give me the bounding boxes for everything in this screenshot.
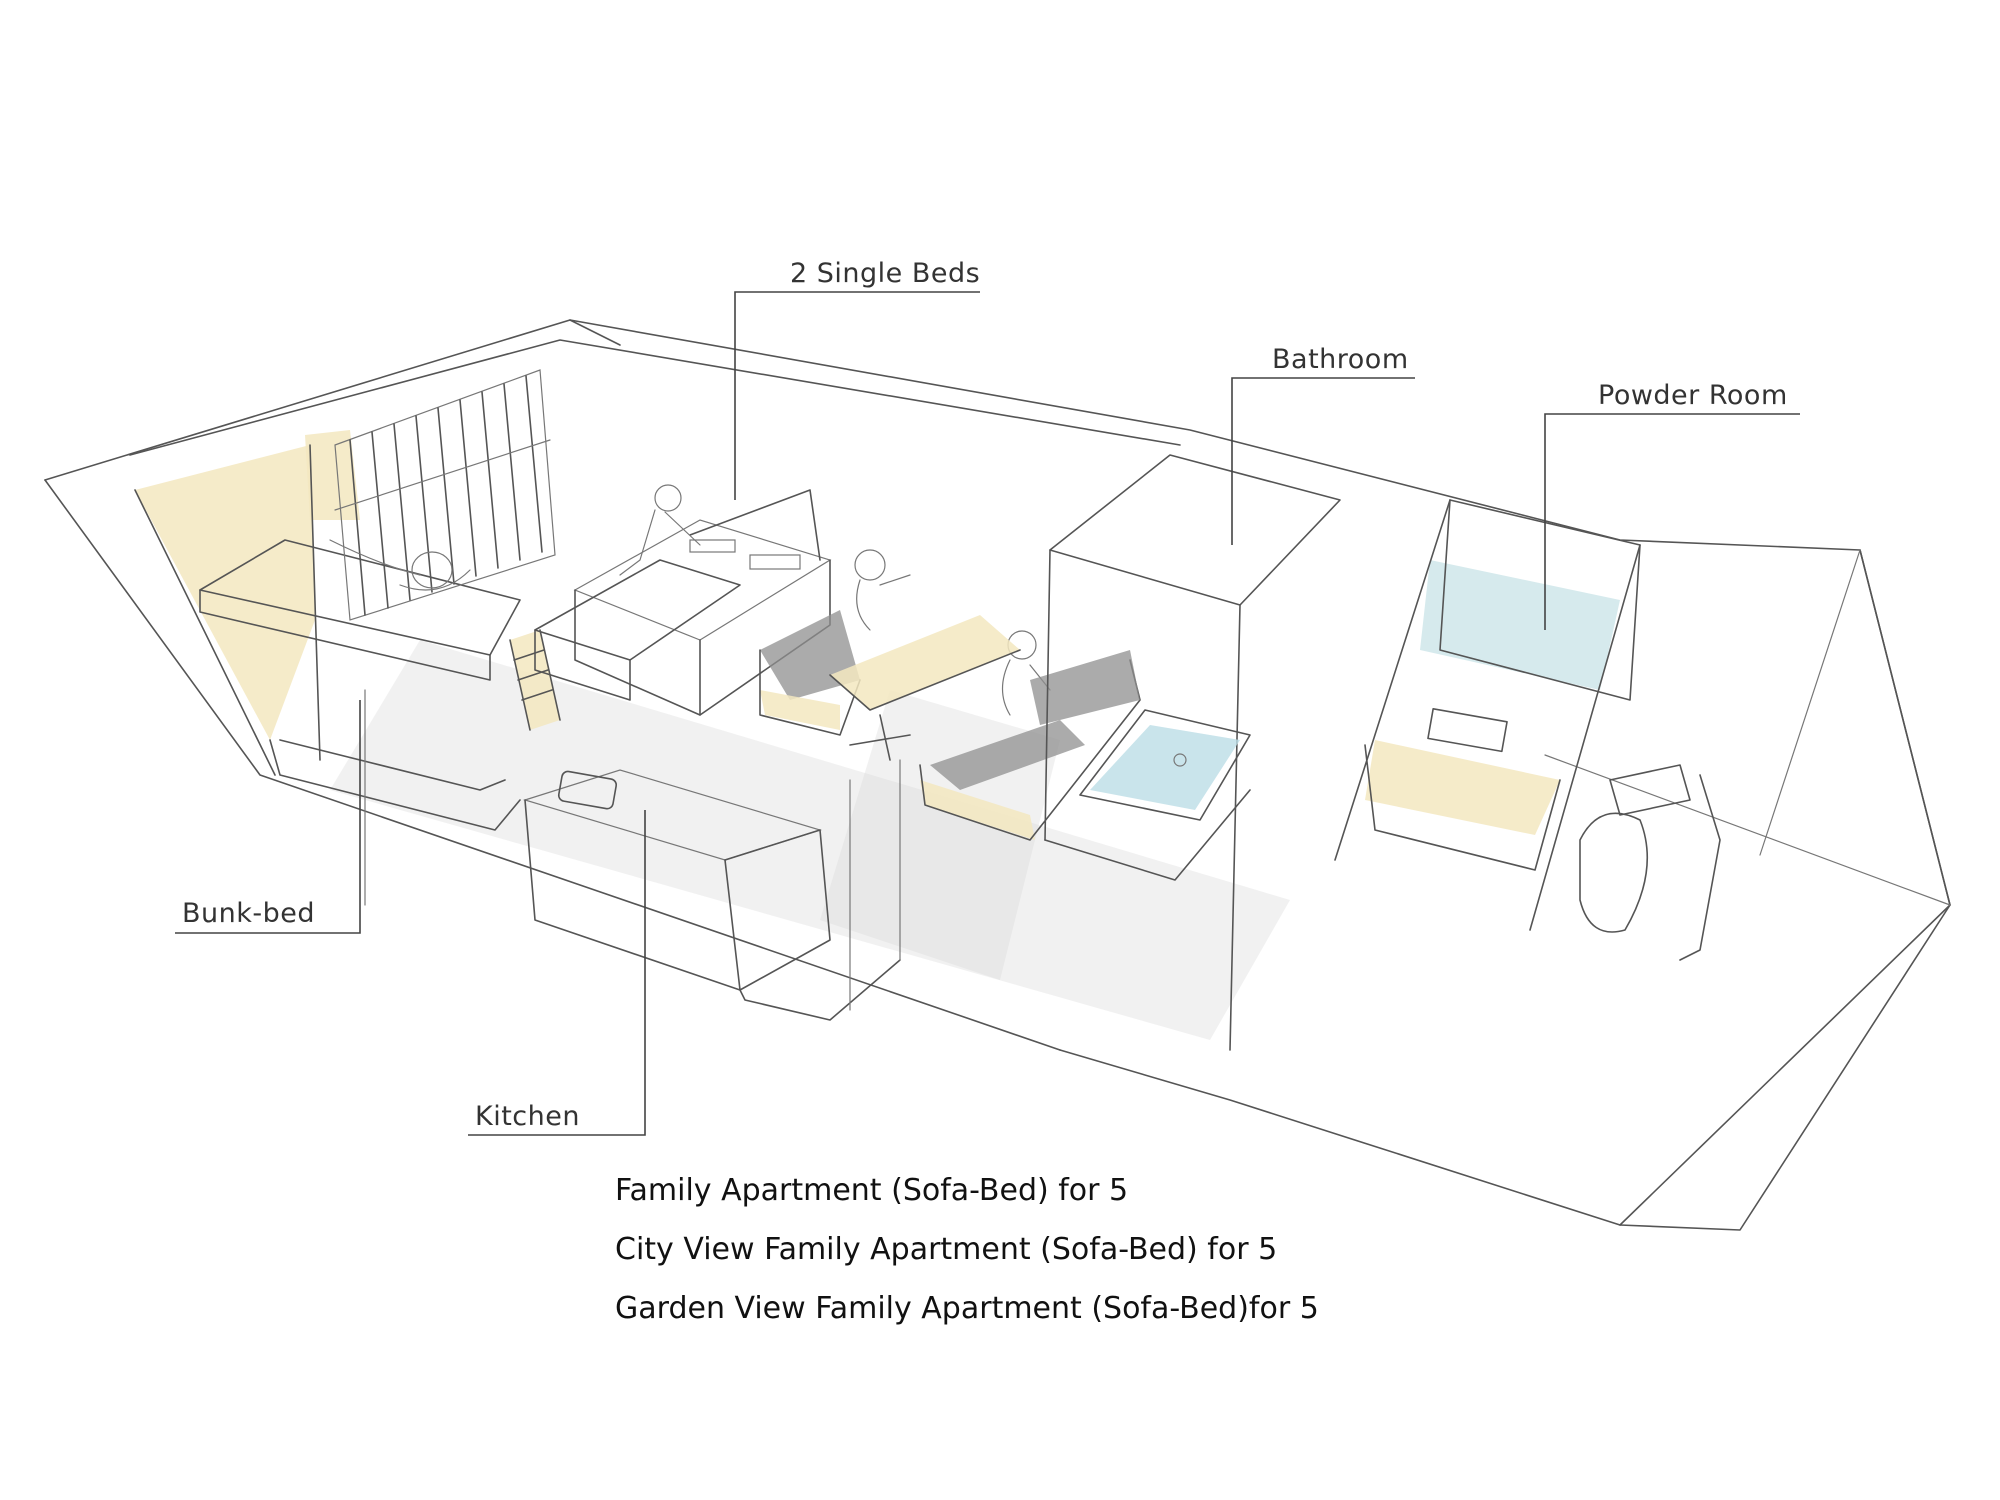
label-2-single-beds: 2 Single Beds — [790, 258, 980, 289]
bunk-bed — [134, 430, 521, 906]
powder-room — [1334, 499, 1641, 931]
caption-line-3: Garden View Family Apartment (Sofa-Bed)f… — [615, 1291, 1319, 1326]
label-bathroom: Bathroom — [1272, 344, 1409, 375]
single-beds — [534, 489, 832, 716]
apartment-shell — [44, 319, 1951, 1231]
caption-line-1: Family Apartment (Sofa-Bed) for 5 — [615, 1173, 1128, 1208]
toilet — [1579, 764, 1721, 961]
caption-line-2: City View Family Apartment (Sofa-Bed) fo… — [615, 1232, 1277, 1267]
label-kitchen: Kitchen — [475, 1101, 580, 1132]
label-bunk-bed: Bunk-bed — [182, 898, 315, 929]
window-slats — [334, 369, 556, 621]
leader-lines — [175, 291, 1800, 1136]
kitchen-counter — [522, 759, 901, 1021]
bathroom-unit — [1044, 454, 1341, 1051]
label-powder-room: Powder Room — [1598, 380, 1788, 411]
